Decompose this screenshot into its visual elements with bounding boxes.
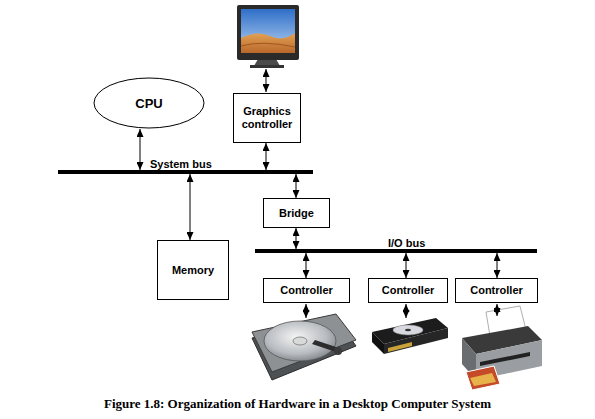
box-content: Controller [456,279,537,302]
system-bus: System bus [58,170,313,174]
memory-box: Memory [157,240,229,300]
controller-box: Controller [455,278,538,303]
bus-label: I/O bus [388,237,425,249]
box-content: Bridge [264,199,329,227]
bus-connector [296,174,297,198]
box-label: Graphics controller [236,105,298,131]
figure-caption: Figure 1.8: Organization of Hardware in … [0,396,595,412]
bus-connector [296,228,297,249]
ellipse-shape [94,78,204,128]
cpu-ellipse: CPU [93,77,205,129]
box-label: Controller [470,284,523,297]
device-link [306,304,307,318]
bus-label-group: I/O bus [388,233,425,251]
box-content: Graphics controller [234,94,300,142]
box-content: Controller [369,279,447,302]
box-content: Controller [264,279,349,302]
bus-connector [406,253,407,278]
controller-box: Controller [263,278,350,303]
printer-illustration [462,306,542,390]
box-content: Memory [158,241,228,299]
bus-connector [266,143,267,170]
bus-label-group: System bus [150,154,212,172]
box-label: Controller [382,284,435,297]
device-link [497,304,498,316]
bus-connector [497,253,498,278]
box-label: Memory [172,264,214,277]
bus-connector [140,129,141,170]
box-label: Bridge [279,207,314,220]
monitor-illustration [237,5,299,68]
bus-connector [190,174,191,240]
hard-disk-illustration [252,314,356,380]
controller-box: Controller [368,278,448,303]
box-content: CPU [93,77,205,129]
monitor-link [266,69,267,92]
bus-label: System bus [150,158,212,170]
io-bus: I/O bus [255,249,537,253]
bus-connector [306,253,307,278]
box-label: Controller [280,284,333,297]
device-link [406,304,407,318]
bridge-box: Bridge [263,198,330,228]
box-label: CPU [135,96,162,111]
controller-box: Graphics controller [233,93,301,143]
dvd-drive-illustration [372,318,448,354]
